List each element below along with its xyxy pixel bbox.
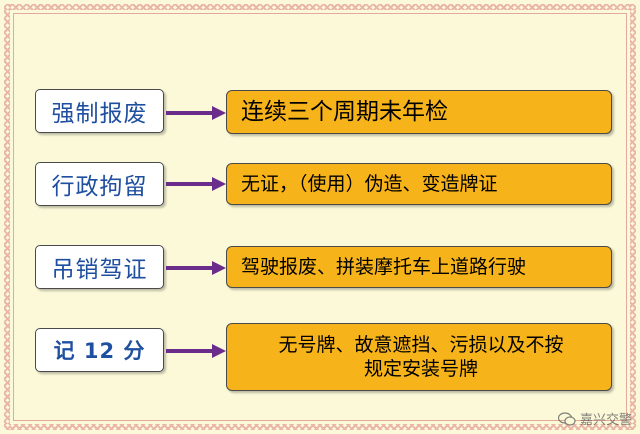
rule-line-2: 规定安装号牌 <box>363 358 478 380</box>
penalty-label-scrap: 强制报废 <box>35 89 164 133</box>
rule-text-multiline: 无号牌、故意遮挡、污损以及不按 规定安装号牌 <box>241 333 601 381</box>
rule-line-1: 无号牌、故意遮挡、污损以及不按 <box>278 334 564 356</box>
arrow-icon <box>166 106 226 120</box>
arrow-icon <box>166 344 226 358</box>
penalty-text: 行政拘留 <box>51 174 148 200</box>
watermark-text: 嘉兴交警 <box>579 413 632 428</box>
arrow-icon <box>166 261 226 275</box>
arrow-icon <box>166 177 226 191</box>
penalty-text: 记 12 分 <box>53 339 146 363</box>
rule-box-1: 连续三个周期未年检 <box>226 90 612 134</box>
watermark: 嘉兴交警 <box>557 409 632 428</box>
penalty-label-12-points: 记 12 分 <box>35 328 164 372</box>
rule-box-2: 无证，（使用）伪造、变造牌证 <box>226 163 612 205</box>
rule-text: 驾驶报废、拼装摩托车上道路行驶 <box>241 256 527 278</box>
penalty-text: 强制报废 <box>51 101 148 127</box>
penalty-label-revoke-license: 吊销驾证 <box>35 245 164 289</box>
rule-box-4: 无号牌、故意遮挡、污损以及不按 规定安装号牌 <box>226 323 612 391</box>
rule-text: 无证，（使用）伪造、变造牌证 <box>241 173 498 195</box>
wechat-icon <box>557 411 576 426</box>
inner-border <box>13 13 627 421</box>
rule-box-3: 驾驶报废、拼装摩托车上道路行驶 <box>226 246 612 288</box>
penalty-label-detention: 行政拘留 <box>35 162 164 206</box>
penalty-text: 吊销驾证 <box>51 257 148 283</box>
rule-text: 连续三个周期未年检 <box>241 99 448 125</box>
